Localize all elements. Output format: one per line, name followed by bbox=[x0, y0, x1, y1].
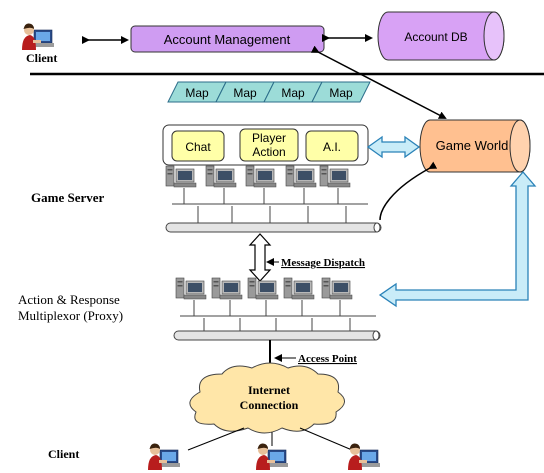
message-dispatch-arrow bbox=[248, 233, 272, 282]
player-action-label-2: Action bbox=[252, 145, 285, 159]
access-point-label: Access Point bbox=[298, 353, 357, 365]
chat-module bbox=[171, 130, 225, 162]
server-gameworld-block-arrow bbox=[366, 135, 421, 159]
game-world-label: Game World bbox=[436, 138, 509, 153]
internet-label-2: Connection bbox=[240, 398, 299, 412]
map-strip bbox=[167, 81, 371, 103]
gameworld-proxy-block-arrow bbox=[378, 171, 537, 308]
internet-label-1: Internet bbox=[248, 383, 290, 397]
map-label: Map bbox=[329, 86, 353, 100]
client-icon-right bbox=[347, 442, 381, 471]
ai-label: A.I. bbox=[323, 140, 341, 154]
proxy-label-2: Multiplexor (Proxy) bbox=[18, 308, 123, 323]
ai-module bbox=[305, 130, 359, 162]
player-action-module bbox=[239, 128, 299, 162]
account-management-label: Account Management bbox=[164, 32, 291, 47]
chat-label: Chat bbox=[185, 140, 211, 154]
game-world-cylinder bbox=[419, 119, 531, 173]
client-top-icon bbox=[21, 22, 55, 51]
game-servers-label: Game Server bbox=[31, 190, 105, 205]
account-gameworld-arrow bbox=[310, 45, 447, 119]
client-bottom-label: Client bbox=[48, 447, 79, 461]
client-top-label: Client bbox=[26, 51, 57, 65]
client-link-left bbox=[187, 427, 245, 451]
game-server-cluster bbox=[165, 165, 382, 233]
message-dispatch-label: Message Dispatch bbox=[281, 257, 365, 269]
proxy-label-1: Action & Response bbox=[18, 292, 120, 307]
player-action-label-1: Player bbox=[252, 131, 286, 145]
gameworld-server-arrow bbox=[379, 161, 438, 221]
account-db-label: Account DB bbox=[404, 30, 467, 44]
internet-cloud bbox=[189, 362, 345, 434]
map-label: Map bbox=[233, 86, 257, 100]
client-link-right bbox=[299, 427, 353, 451]
client-icon-left bbox=[147, 442, 181, 471]
map-label: Map bbox=[185, 86, 209, 100]
map-label: Map bbox=[281, 86, 305, 100]
client-icon-middle bbox=[255, 442, 289, 471]
proxy-cluster bbox=[173, 277, 381, 341]
